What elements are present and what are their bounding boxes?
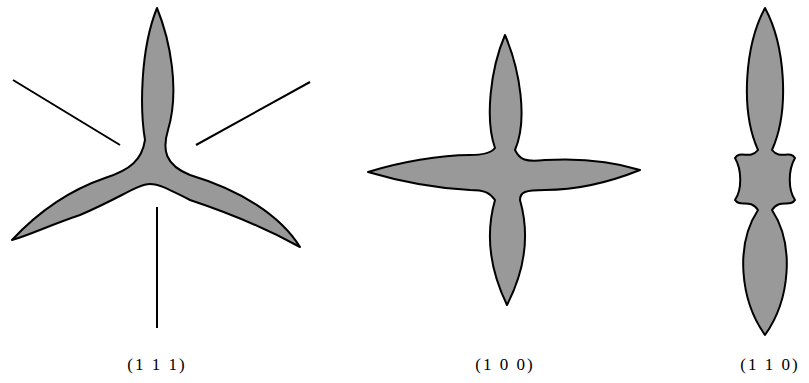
axis-line	[196, 82, 310, 145]
two-lobe-shape	[735, 8, 795, 335]
four-arm-shape	[368, 35, 640, 305]
axis-line	[156, 207, 158, 328]
axis-line	[13, 80, 120, 145]
plane-label: (1 1 1)	[127, 355, 186, 375]
plane-label: (1 1 0)	[740, 355, 799, 375]
plane-label: (1 0 0)	[475, 355, 534, 375]
